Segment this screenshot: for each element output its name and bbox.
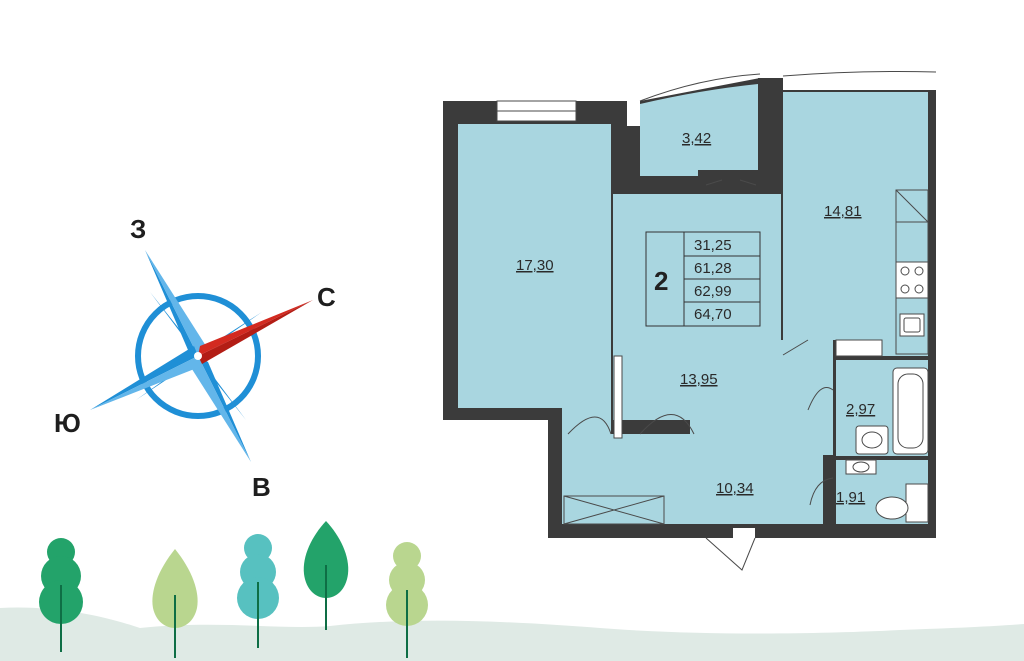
tree-4: [303, 521, 349, 630]
tree-3: [237, 534, 279, 648]
compass-ring: [135, 293, 261, 419]
room-area-toilet: 1,91: [836, 489, 865, 506]
room-area-bathroom: 2,97: [846, 401, 875, 418]
compass-south-point: [90, 346, 198, 410]
room-hall: [562, 340, 833, 524]
room-bedroom: [458, 124, 611, 408]
area-value-4: 64,70: [694, 306, 732, 323]
area-value-2: 61,28: [694, 260, 732, 277]
room-area-hall: 10,34: [716, 480, 754, 497]
area-value-1: 31,25: [694, 237, 732, 254]
tree-2: [152, 549, 198, 658]
tree-5: [386, 542, 428, 658]
room-area-balcony: 3,42: [682, 130, 711, 147]
room-balcony: [640, 84, 758, 176]
room-area-bedroom: 17,30: [516, 257, 554, 274]
apartment-info-table: [645, 231, 761, 327]
ground-hill: [0, 607, 1024, 661]
compass-label-south: Ю: [54, 408, 81, 438]
room-area-kitchen: 14,81: [824, 203, 862, 220]
room-kitchen: [783, 92, 928, 356]
compass-label-west: З: [130, 214, 146, 244]
area-value-3: 62,99: [694, 283, 732, 300]
compass-label-north: С: [317, 282, 336, 312]
tree-1: [39, 538, 83, 652]
compass-label-east: В: [252, 472, 271, 502]
rooms-count: 2: [654, 266, 668, 296]
compass-rose: [90, 250, 313, 462]
room-area-living: 13,95: [680, 371, 718, 388]
